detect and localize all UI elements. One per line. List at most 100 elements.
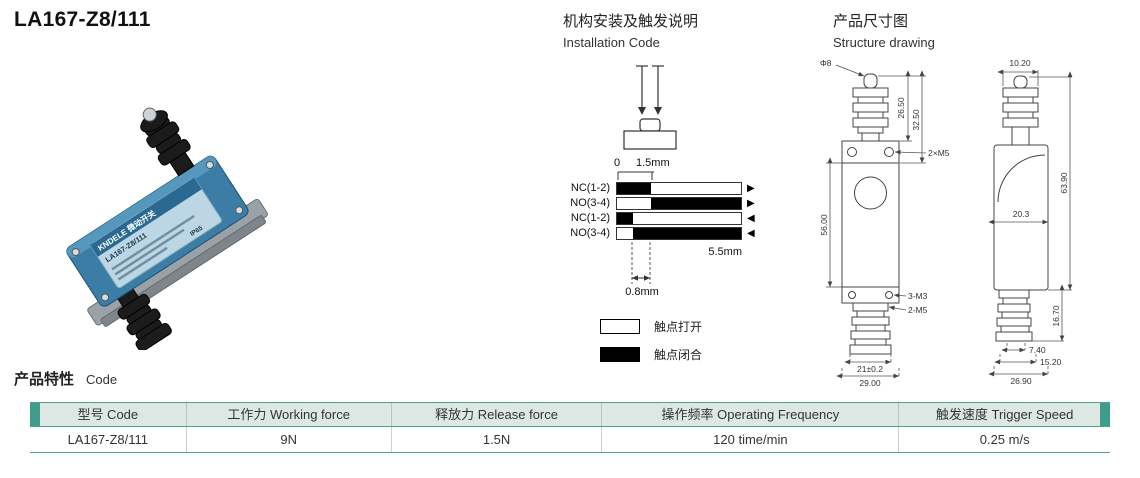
- front-body-mechanism: [854, 176, 887, 210]
- spec-value-cell: 0.25 m/s: [979, 432, 1030, 447]
- spec-value-cell: 1.5N: [392, 427, 603, 452]
- side-view: [993, 75, 1049, 342]
- product-label-band: [90, 177, 202, 257]
- front-gland-bellows: [849, 302, 892, 355]
- down-arrowhead: [638, 107, 646, 115]
- spec-header-cell: 工作力 Working force: [187, 403, 392, 426]
- bottom-hole: [885, 291, 893, 299]
- timing-row-label: NO(3-4): [570, 227, 610, 239]
- timing-row: NO(3-4) ▶: [552, 197, 812, 210]
- spec-header-cell: 型号 Code: [30, 403, 187, 426]
- dim-plunger-h2: 32.50: [911, 109, 921, 131]
- spec-header-cell: 操作频率 Operating Frequency: [602, 403, 900, 426]
- contact-open-label: 触点打开: [654, 320, 703, 334]
- front-plunger-pin: [863, 73, 878, 89]
- dim-mount-holes: 2×M5: [928, 148, 950, 158]
- symbol-plunger: [639, 118, 661, 132]
- spec-value-cell: 120 time/min: [602, 427, 900, 452]
- bottom-hole: [848, 291, 856, 299]
- dim-body-width: 29.00: [859, 378, 881, 388]
- timing-row-label: NO(3-4): [570, 197, 610, 209]
- timing-bar-closed: [617, 213, 633, 224]
- installation-title-en: Installation Code: [563, 35, 660, 50]
- dim-plunger-dia: Φ8: [820, 58, 832, 68]
- press-direction-symbol: [623, 65, 677, 150]
- release-direction-arrow-icon: ◀: [747, 213, 755, 224]
- dim-top-width: 10.20: [1009, 58, 1031, 68]
- side-dim-lines: [988, 69, 1073, 377]
- side-dim-labels: 10.20 20.3 63.90 16.70 7.40 15.20 26.90: [1009, 58, 1069, 386]
- header-accent-left: [30, 403, 40, 426]
- dim-body-length: 56.00: [819, 214, 829, 236]
- side-plunger-bellows: [1002, 87, 1039, 146]
- differential-travel-label: 0.8mm: [625, 286, 659, 298]
- timing-bar-track: [616, 227, 742, 240]
- side-plunger-pin: [1013, 75, 1028, 89]
- spec-header-cell: 触发速度 Trigger Speed: [935, 407, 1074, 422]
- structure-title-en: Structure drawing: [833, 35, 935, 50]
- timing-diagram: 0 1.5mm NC(1-2) ▶ NO(: [552, 58, 812, 378]
- spec-value-cell: LA167-Z8/111: [30, 427, 187, 452]
- side-body-curve: [997, 154, 1046, 203]
- dim-tip-width: 7.40: [1029, 345, 1046, 355]
- timing-rows: NC(1-2) ▶ NO(3-4) ▶ NC(1-2) ◀ NO(3-4) ◀: [552, 182, 812, 242]
- dim-plunger-h1: 26.50: [896, 97, 906, 119]
- header-accent-right: [1100, 403, 1110, 426]
- limit-switch-illustration: KNDELE 微动开关 LA167-Z8/111 IP65: [66, 107, 268, 350]
- press-direction-arrow-icon: ▶: [747, 183, 755, 194]
- legend-open: 触点打开: [600, 318, 702, 335]
- installation-title-cn: 机构安装及触发说明: [563, 13, 699, 30]
- page-title: LA167-Z8/111: [14, 8, 151, 31]
- plunger-bellows: [140, 110, 195, 177]
- mount-hole: [884, 147, 894, 157]
- timing-bar-closed: [632, 228, 741, 239]
- dim-body-depth: 20.3: [1013, 209, 1030, 219]
- timing-row-label: NC(1-2): [570, 182, 610, 194]
- total-travel-label: 5.5mm: [708, 246, 742, 258]
- timing-bar-track: [616, 182, 742, 195]
- front-dim-lines: [826, 64, 927, 379]
- switch-body-highlight: [66, 156, 217, 258]
- side-gland-bellows: [995, 289, 1033, 342]
- timing-row: NC(1-2) ◀: [552, 212, 812, 225]
- front-view: [841, 73, 900, 355]
- scale-operate-label: 1.5mm: [636, 157, 670, 169]
- dim-gland-thread: 2-M5: [908, 305, 928, 315]
- body-screws: [71, 160, 244, 302]
- timing-row: NC(1-2) ▶: [552, 182, 812, 195]
- dim-bottom-holes: 3-M3: [908, 291, 928, 301]
- timing-row-label: NC(1-2): [570, 212, 610, 224]
- front-plunger-bellows: [852, 87, 889, 142]
- timing-bar-track: [616, 197, 742, 210]
- front-dim-labels: Φ8 26.50 32.50 2×M5 56.00 3-M3 2-M5 21±0…: [819, 58, 950, 388]
- spec-header-cell: 释放力 Release force: [392, 403, 603, 426]
- structure-section-heading: 产品尺寸图 Structure drawing: [833, 10, 935, 50]
- contact-closed-label: 触点闭合: [654, 348, 703, 362]
- timing-row: NO(3-4) ◀: [552, 227, 812, 240]
- press-direction-arrow-icon: ▶: [747, 198, 755, 209]
- mount-hole: [847, 147, 857, 157]
- contact-open-swatch: [600, 319, 640, 334]
- front-body: [841, 162, 900, 288]
- release-direction-arrow-icon: ◀: [747, 228, 755, 239]
- spec-value-cell: 9N: [187, 427, 392, 452]
- label-fine-print: [111, 214, 195, 281]
- plunger-tip: [142, 107, 157, 122]
- dim-gland-width: 21±0.2: [857, 364, 883, 374]
- structure-title-cn: 产品尺寸图: [833, 13, 909, 30]
- legend-closed: 触点闭合: [600, 346, 702, 363]
- features-title-cn: 产品特性: [14, 371, 75, 388]
- dim-gland-dia: 15.20: [1040, 357, 1062, 367]
- down-arrowhead: [654, 107, 662, 115]
- symbol-body: [623, 130, 677, 150]
- dim-gland-length: 16.70: [1051, 305, 1061, 327]
- dim-base-depth: 26.90: [1010, 376, 1032, 386]
- timing-bar-closed: [650, 198, 741, 209]
- product-photo: KNDELE 微动开关 LA167-Z8/111 IP65: [66, 107, 268, 350]
- installation-section-heading: 机构安装及触发说明 Installation Code: [563, 10, 698, 50]
- timing-bar-track: [616, 212, 742, 225]
